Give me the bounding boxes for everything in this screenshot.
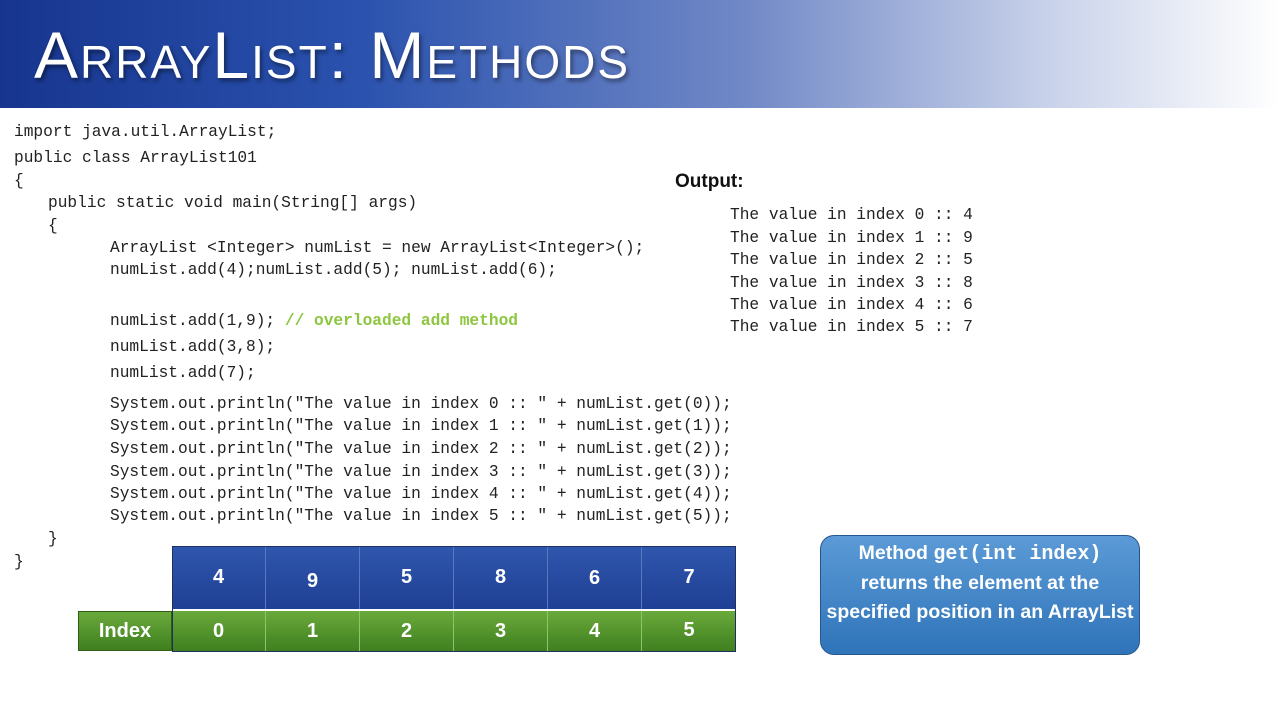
code-line-add-append: numList.add(7);: [110, 364, 256, 382]
output-line-2: The value in index 2 :: 5: [730, 251, 973, 269]
code-line-class-close: }: [14, 553, 24, 571]
title-banner: [0, 0, 1280, 108]
array-value-cell: 6: [548, 546, 642, 609]
code-line-print-4: System.out.println("The value in index 4…: [110, 485, 732, 503]
code-line-add-initial: numList.add(4);numList.add(5); numList.a…: [110, 261, 557, 279]
array-index-cell: 3: [454, 611, 548, 651]
code-line-print-5: System.out.println("The value in index 5…: [110, 507, 732, 525]
code-line-open-brace: {: [14, 172, 24, 190]
code-line-add-insert-3: numList.add(3,8);: [110, 338, 276, 356]
code-line-class: public class ArrayList101: [14, 149, 257, 167]
callout-text: returns the element at the specified pos…: [826, 572, 1134, 623]
output-label: Output:: [675, 171, 744, 192]
array-value-cell: 5: [360, 546, 454, 609]
code-line-import: import java.util.ArrayList;: [14, 123, 277, 141]
code-line-print-2: System.out.println("The value in index 2…: [110, 440, 732, 458]
array-value-cell: 8: [454, 546, 548, 609]
code-line-print-0: System.out.println("The value in index 0…: [110, 395, 732, 413]
array-value-cell: 7: [642, 546, 736, 609]
code-text: numList.add(1,9);: [110, 312, 285, 330]
output-line-3: The value in index 3 :: 8: [730, 274, 973, 292]
array-index-cell: 4: [548, 611, 642, 651]
output-line-1: The value in index 1 :: 9: [730, 229, 973, 247]
array-value-cell: 4: [172, 546, 266, 609]
code-line-print-3: System.out.println("The value in index 3…: [110, 463, 732, 481]
index-header-cell: Index: [78, 611, 172, 651]
array-index-cell: 1: [266, 611, 360, 651]
code-line-main: public static void main(String[] args): [48, 194, 418, 212]
code-line-main-brace: {: [48, 217, 58, 235]
slide-title: ArrayList: Methods: [34, 18, 631, 92]
output-line-5: The value in index 5 :: 7: [730, 318, 973, 336]
code-comment: // overloaded add method: [284, 312, 518, 330]
code-line-declare: ArrayList <Integer> numList = new ArrayL…: [110, 239, 645, 257]
output-line-4: The value in index 4 :: 6: [730, 296, 973, 314]
code-line-add-insert-1: numList.add(1,9); // overloaded add meth…: [110, 313, 518, 329]
callout-prefix: Method: [858, 542, 934, 564]
array-index-cell: 2: [360, 611, 454, 651]
array-index-cell: 0: [172, 611, 266, 651]
code-line-print-1: System.out.println("The value in index 1…: [110, 417, 732, 435]
output-line-0: The value in index 0 :: 4: [730, 206, 973, 224]
method-callout: Method get(int index) returns the elemen…: [820, 535, 1140, 655]
code-line-main-close: }: [48, 530, 58, 548]
array-value-cell: 9: [266, 546, 360, 609]
callout-signature: get(int index): [933, 543, 1102, 566]
array-index-cell: 5: [642, 611, 736, 651]
